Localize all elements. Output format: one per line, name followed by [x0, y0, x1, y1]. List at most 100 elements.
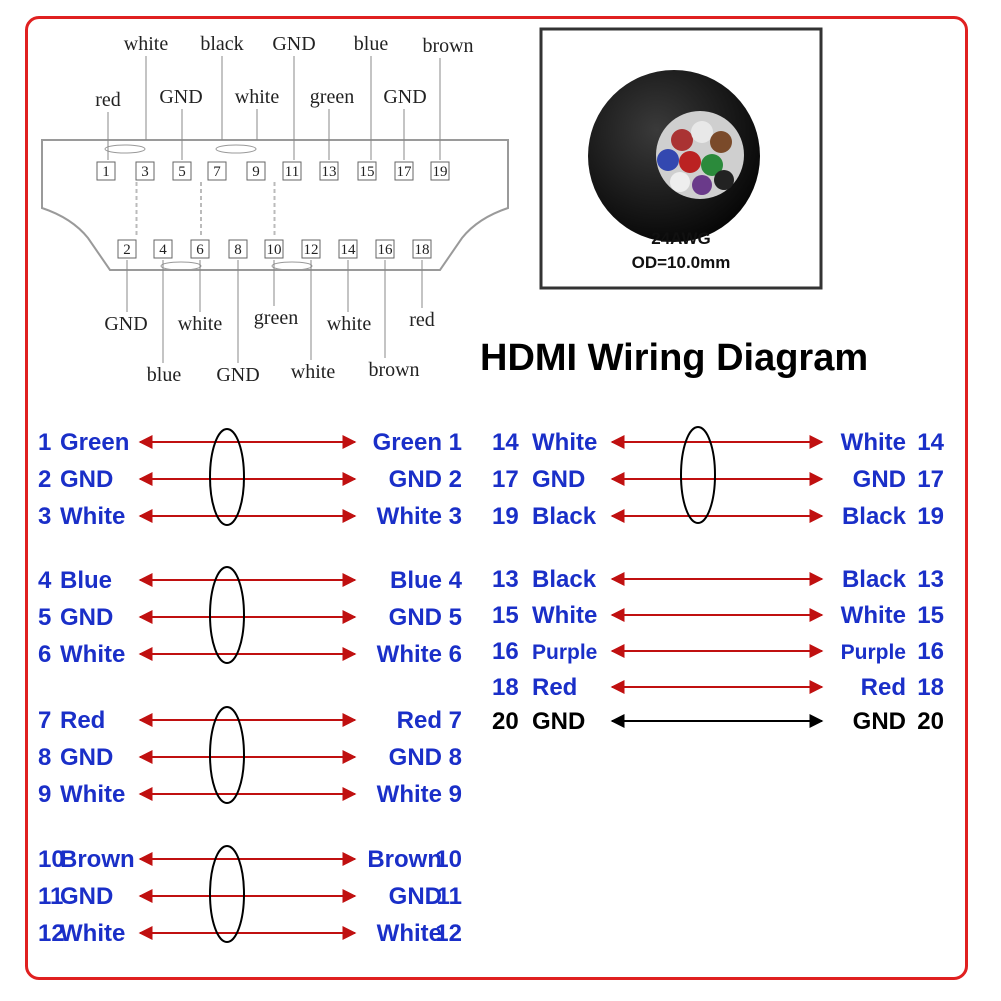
connector-outline — [41, 139, 509, 271]
pin-number-left: 6 — [38, 641, 51, 668]
wire-color-right: White — [377, 920, 442, 947]
pin-number-right: 5 — [449, 604, 462, 631]
connector-pin-number: 11 — [285, 164, 299, 180]
shield-ellipse — [680, 426, 716, 524]
wire-color-left: White — [60, 920, 125, 947]
wire-color-right: Purple — [841, 641, 906, 664]
connector-wire-label: green — [310, 86, 354, 108]
pin-number-left: 4 — [38, 567, 52, 594]
shield-ellipse — [209, 706, 245, 804]
connector-pin-box — [319, 161, 339, 181]
connector-pin-box — [375, 239, 395, 259]
wire-color-right: Black — [842, 566, 907, 593]
connector-pin-number: 7 — [213, 164, 221, 180]
connector-pin-number: 19 — [433, 164, 448, 180]
wire-color-right: White — [377, 641, 442, 668]
pin-number-right: 20 — [917, 708, 944, 735]
pin-number-right: 10 — [435, 846, 462, 873]
connector-pin-box — [246, 161, 266, 181]
connector-pin-number: 16 — [378, 242, 394, 258]
connector-pin-number: 3 — [141, 164, 149, 180]
connector-pin-box — [338, 239, 358, 259]
wire-color-left: Blue — [60, 567, 112, 594]
shield-ellipse — [209, 428, 245, 526]
wire-color-right: Blue — [390, 567, 442, 594]
wire-color-left: GND — [60, 744, 113, 771]
pin-number-right: 2 — [449, 466, 462, 493]
connector-pin-number: 8 — [234, 242, 242, 258]
connector-pin-box — [228, 239, 248, 259]
shield-ellipse — [209, 845, 245, 943]
wire-color-right: GND — [389, 604, 442, 631]
pin-number-left: 20 — [492, 708, 519, 735]
connector-pin-box — [207, 161, 227, 181]
pair-ellipse — [160, 261, 202, 271]
connector-pin-number: 4 — [159, 242, 167, 258]
wire-color-left: Black — [532, 503, 597, 530]
wire-color-left: White — [532, 602, 597, 629]
pin-number-left: 14 — [492, 429, 519, 456]
connector-wire-label: black — [200, 33, 243, 55]
wire-color-left: GND — [60, 883, 113, 910]
connector-pin-box — [394, 161, 414, 181]
pin-number-left: 11 — [38, 883, 63, 910]
connector-wire-label: red — [409, 309, 435, 331]
diagram-frame — [25, 16, 968, 980]
pin-number-left: 8 — [38, 744, 51, 771]
connector-pin-box — [190, 239, 210, 259]
wire-color-left: GND — [532, 708, 585, 735]
pin-number-right: 3 — [449, 503, 462, 530]
pin-number-right: 16 — [917, 638, 944, 665]
cable-od: OD=10.0mm — [632, 253, 731, 272]
wire-color-right: GND — [389, 744, 442, 771]
connector-wire-label: green — [254, 307, 298, 329]
connector-pin-box — [430, 161, 450, 181]
cable-gauge: 24AWG — [651, 229, 711, 248]
connector-pin-box — [172, 161, 192, 181]
pin-number-right: 17 — [917, 466, 944, 493]
connector-wire-label: white — [124, 33, 169, 55]
pin-number-left: 2 — [38, 466, 51, 493]
pin-number-right: 13 — [917, 566, 944, 593]
pin-number-right: 11 — [437, 883, 462, 910]
wire-color-right: White — [841, 602, 906, 629]
pin-number-left: 19 — [492, 503, 519, 530]
pin-number-right: 12 — [435, 920, 462, 947]
wire-color-left: GND — [60, 604, 113, 631]
connector-pin-box — [264, 239, 284, 259]
pin-number-right: 7 — [449, 707, 462, 734]
pin-number-right: 6 — [449, 641, 462, 668]
connector-pin-box — [301, 239, 321, 259]
pin-number-right: 1 — [449, 429, 462, 456]
connector-wire-label: GND — [216, 364, 259, 386]
pin-number-left: 17 — [492, 466, 519, 493]
page-title: HDMI Wiring Diagram — [480, 337, 868, 379]
wire-color-left: GND — [60, 466, 113, 493]
pin-number-left: 3 — [38, 503, 51, 530]
pin-number-left: 5 — [38, 604, 51, 631]
pair-ellipse — [271, 261, 313, 271]
pin-number-right: 9 — [449, 781, 462, 808]
pin-number-left: 13 — [492, 566, 519, 593]
pair-ellipse — [104, 144, 146, 154]
wire-color-left: White — [532, 429, 597, 456]
connector-wire-label: brown — [368, 359, 419, 381]
wire-color-right: Green — [373, 429, 442, 456]
wire-color-left: White — [60, 503, 125, 530]
connector-wire-label: white — [327, 313, 372, 335]
wire-color-left: White — [60, 641, 125, 668]
pin-number-left: 15 — [492, 602, 519, 629]
wire-color-left: Red — [60, 707, 105, 734]
connector-pin-box — [117, 239, 137, 259]
connector-pin-number: 17 — [397, 164, 413, 180]
wire-color-right: GND — [853, 708, 906, 735]
connector-pin-number: 18 — [415, 242, 430, 258]
wire-color-right: White — [841, 429, 906, 456]
wire-color-left: Green — [60, 429, 129, 456]
